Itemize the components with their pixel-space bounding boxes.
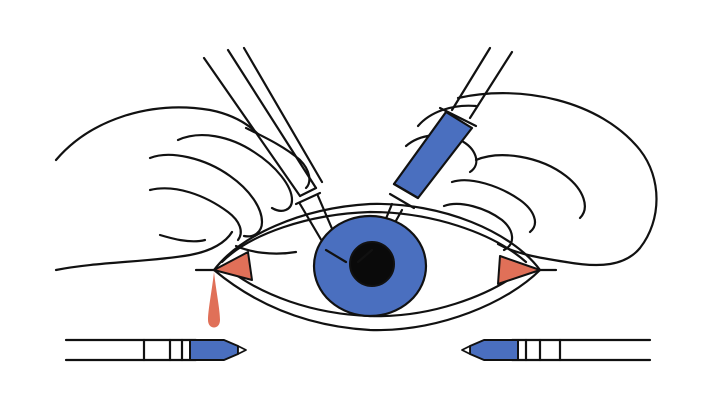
eye-icon: [194, 202, 558, 332]
instrument-left-icon: [64, 338, 247, 362]
forceps-icon: [202, 46, 338, 250]
instrument-right-icon: [461, 338, 652, 362]
right-caruncle: [497, 255, 541, 285]
pupil-icon: [349, 241, 395, 287]
left-caruncle: [213, 251, 253, 281]
left-hand-icon: [54, 106, 311, 272]
tear-drop-icon: [208, 272, 220, 328]
